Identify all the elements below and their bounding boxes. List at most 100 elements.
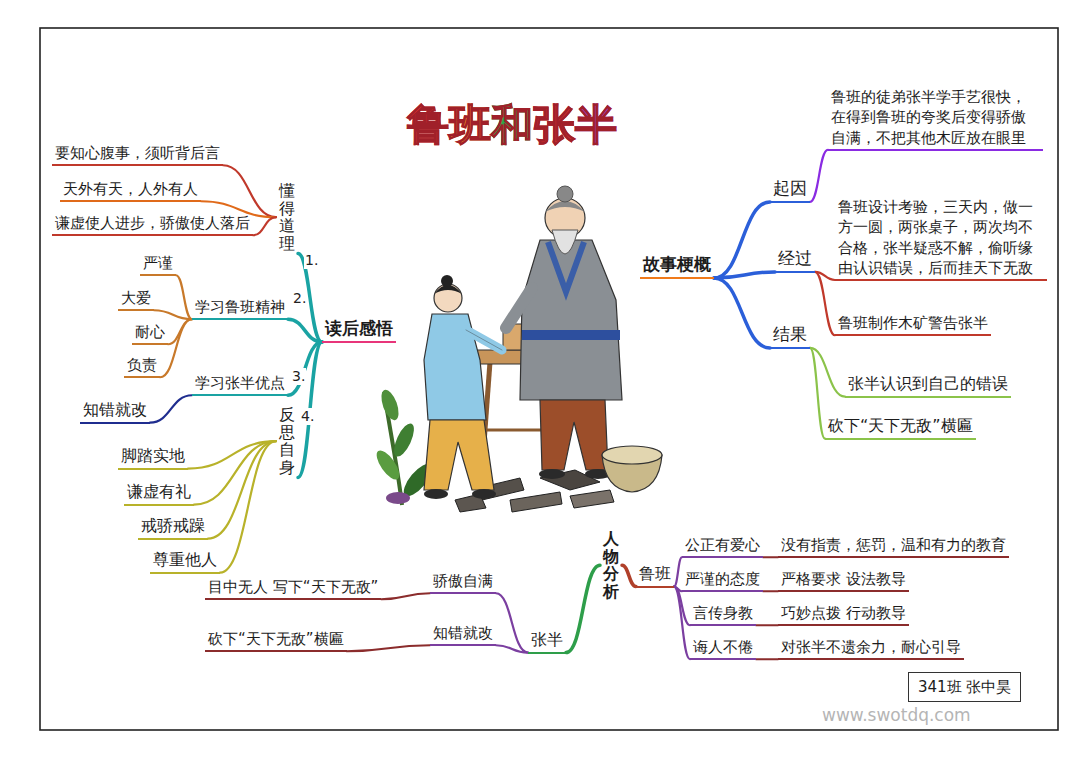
pot: [602, 446, 662, 464]
node-text: 张半认识到自己的错误: [848, 373, 1008, 395]
node-text: 知错就改: [433, 623, 493, 643]
branch-connector: [208, 441, 276, 538]
branch-node: 言传身教: [690, 602, 756, 626]
branch-node: 张半: [528, 628, 566, 654]
apprentice-figure: [424, 420, 494, 490]
branch-node: 戒骄戒躁: [138, 514, 208, 540]
node-text: 天外有天，人外有人: [63, 179, 198, 199]
apprentice-figure: [424, 275, 502, 499]
branch-node: 砍下“天下无敌”横匾: [825, 414, 976, 440]
branch-node: 公正有爱心: [682, 534, 763, 558]
apprentice-figure: [466, 330, 502, 350]
wood-pieces: [510, 492, 562, 512]
branch-connector: [253, 217, 276, 235]
branch-connector: [298, 342, 322, 477]
master-figure: [506, 288, 532, 328]
branch-connector: [810, 150, 828, 202]
watermark: www.swotdq.com: [822, 705, 971, 725]
node-text: 学习鲁班精神: [195, 297, 285, 317]
branch-connector: [714, 272, 775, 278]
node-text: 严谨的态度: [685, 569, 760, 589]
branch-connector: [496, 645, 528, 652]
branch-connector: [674, 587, 690, 660]
master-figure: [506, 186, 622, 479]
branch-node: 尊重他人: [150, 548, 220, 574]
branch-connector: [288, 319, 322, 342]
node-text: 要知心腹事，须听背后言: [55, 143, 220, 163]
apprentice-figure: [434, 284, 462, 312]
branch-node: 骄傲自满: [430, 570, 496, 594]
node-text: 砍下“天下无敌”横匾: [208, 629, 344, 649]
branch-node: 大爱: [118, 287, 154, 311]
main-branch: 人物分析: [600, 528, 622, 602]
master-figure: [552, 230, 578, 254]
signature-box: 341班 张中昊: [908, 672, 1021, 702]
node-text: 巧妙点拨 行动教导: [781, 603, 906, 623]
node-text: 鲁班: [639, 563, 671, 585]
node-text: 骄傲自满: [433, 571, 493, 591]
node-text: 诲人不倦: [693, 637, 753, 657]
branch-node: 起因: [770, 176, 810, 203]
node-text: 对张半不遗余力，耐心引导: [781, 637, 961, 657]
node-text: 戒骄戒躁: [141, 515, 205, 537]
branch-node: 天外有天，人外有人: [60, 178, 201, 202]
callout-number: 3.: [291, 368, 306, 385]
branch-node: 鲁班设计考验，三天内，做一方一圆，两张桌子，两次均不合格，张半疑惑不解，偷听缘由…: [835, 196, 1047, 281]
node-text: 人物分析: [603, 530, 619, 600]
branch-node: 学习鲁班精神: [192, 296, 288, 320]
branch-node: 鲁班: [636, 562, 674, 588]
node-text: 严格要求 设法教导: [781, 569, 906, 589]
wood-pieces: [570, 490, 614, 508]
master-figure: [520, 240, 622, 400]
branch-node: 懂得道理: [276, 180, 298, 254]
node-text: 起因: [773, 177, 807, 200]
branch-connector: [381, 593, 430, 599]
branch-connector: [154, 310, 192, 319]
branch-node: 反思自身: [276, 404, 298, 478]
node-text: 懂得道理: [279, 182, 295, 252]
node-text: 谦虚有礼: [127, 481, 191, 503]
plant: [378, 388, 402, 423]
node-text: 知错就改: [83, 399, 147, 421]
master-figure: [539, 469, 565, 479]
node-text: 严谨: [143, 253, 173, 273]
branch-connector: [150, 395, 192, 422]
apprentice-figure: [472, 489, 496, 499]
main-branch: 读后感悟: [322, 316, 396, 343]
branch-node: 脚踏实地: [118, 444, 188, 470]
branch-connector: [496, 593, 528, 652]
branch-node: 知错就改: [430, 622, 496, 646]
page-frame: [40, 28, 1058, 730]
branch-connector: [223, 165, 276, 217]
branch-connector: [566, 565, 600, 652]
node-text: 尊重他人: [153, 549, 217, 571]
branch-node: 鲁班制作木矿警告张半: [835, 312, 991, 336]
branch-connector: [763, 556, 778, 558]
node-text: 经过: [778, 247, 812, 270]
branch-node: 巧妙点拨 行动教导: [778, 602, 909, 626]
map-title: 鲁班和张半: [407, 100, 617, 150]
callout-number: 2.: [292, 290, 307, 307]
branch-connector: [756, 624, 778, 626]
branch-node: 目中无人 写下“天下无敌”: [205, 576, 381, 600]
branch-connector: [756, 658, 778, 660]
node-text: 耐心: [135, 322, 165, 342]
node-text: 鲁班设计考验，三天内，做一方一圆，两张桌子，两次均不合格，张半疑惑不解，偷听缘由…: [838, 197, 1044, 278]
branch-node: 砍下“天下无敌”横匾: [205, 628, 347, 652]
plant: [390, 421, 418, 460]
branch-node: 谦虚使人进步，骄傲使人落后: [52, 212, 253, 236]
branch-connector: [674, 557, 682, 586]
apprentice-figure: [441, 275, 453, 287]
apprentice-figure: [466, 330, 502, 350]
branch-node: 诲人不倦: [690, 636, 756, 660]
master-figure: [522, 330, 620, 340]
node-text: 读后感悟: [325, 317, 393, 340]
branch-connector: [220, 441, 276, 572]
branch-node: 严谨: [140, 252, 176, 276]
branch-connector: [763, 590, 778, 592]
node-text: 故事梗概: [643, 253, 711, 276]
node-text: 反思自身: [279, 406, 295, 476]
node-text: 公正有爱心: [685, 535, 760, 555]
node-text: 谦虚使人进步，骄傲使人落后: [55, 213, 250, 233]
branch-node: 耐心: [132, 321, 168, 345]
